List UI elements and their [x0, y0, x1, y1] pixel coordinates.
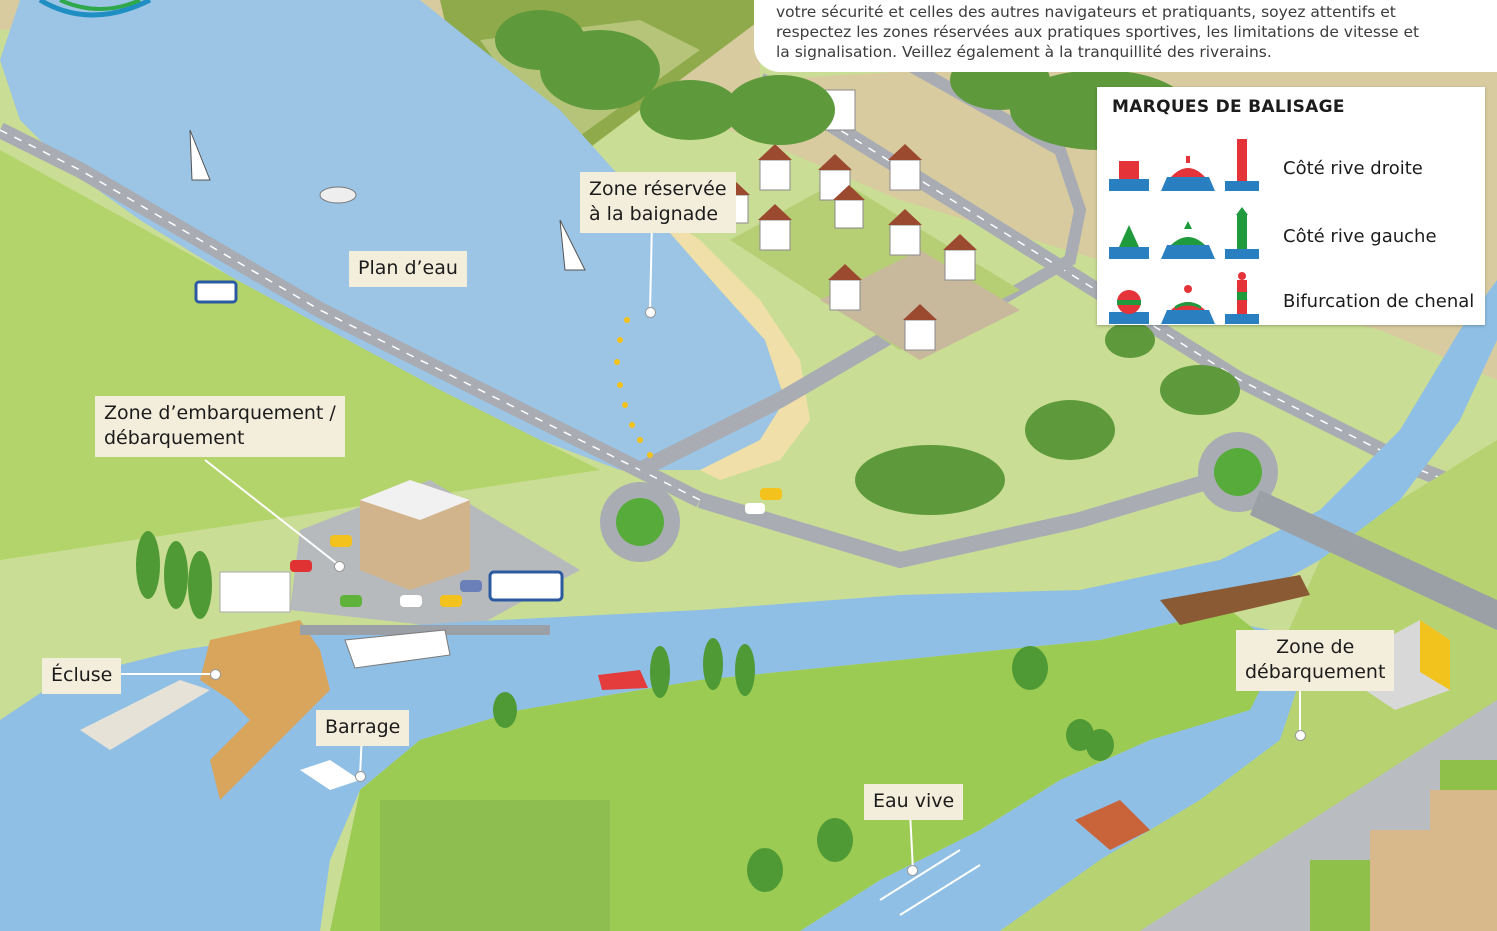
legend-label-bifurcation: Bifurcation de chenal [1283, 291, 1475, 312]
buoy-red-icons [1109, 139, 1259, 191]
label-debarquement-line2: débarquement [1245, 661, 1386, 683]
label-embarquement-line2: débarquement [104, 427, 245, 449]
label-baignade-line2: à la baignade [589, 203, 719, 225]
dot-embarquement [334, 561, 345, 572]
label-baignade-line1: Zone réservée [589, 178, 727, 200]
intro-paragraph: votre sécurité et celles des autres navi… [776, 2, 1479, 62]
intro-line-1: votre sécurité et celles des autres navi… [776, 3, 1396, 21]
intro-line-2: respectez les zones réservées aux pratiq… [776, 23, 1420, 41]
river [0, 280, 1497, 931]
legend-row-bifurcation: Bifurcation de chenal [1097, 270, 1485, 326]
label-embarquement: Zone d’embarquement / débarquement [95, 396, 345, 457]
dot-ecluse [210, 669, 221, 680]
label-baignade: Zone réservée à la baignade [580, 172, 736, 233]
label-ecluse-text: Écluse [51, 664, 113, 686]
lake [0, 0, 785, 470]
dot-eau-vive [907, 865, 918, 876]
buoy-green-icons [1109, 207, 1259, 259]
dot-baignade [645, 307, 656, 318]
dot-debarquement [1295, 730, 1306, 741]
legend-label-rive-droite: Côté rive droite [1283, 158, 1423, 179]
buoy-bifurcation-icons [1109, 272, 1259, 324]
legend-box: MARQUES DE BALISAGE Côté rive droite Côt… [1097, 87, 1485, 325]
label-barrage-text: Barrage [325, 716, 401, 738]
intro-text-box: votre sécurité et celles des autres navi… [754, 0, 1497, 72]
label-debarquement: Zone de débarquement [1236, 630, 1395, 691]
logo [38, 0, 152, 18]
legend-row-rive-droite: Côté rive droite [1097, 137, 1485, 193]
dot-barrage [355, 771, 366, 782]
legend-row-rive-gauche: Côté rive gauche [1097, 205, 1485, 261]
intro-line-3: la signalisation. Veillez également à la… [776, 43, 1272, 61]
legend-title: MARQUES DE BALISAGE [1112, 97, 1345, 117]
label-eau-vive-text: Eau vive [873, 790, 955, 812]
label-barrage: Barrage [316, 710, 410, 746]
label-debarquement-line1: Zone de [1276, 636, 1355, 658]
label-eau-vive: Eau vive [864, 784, 964, 820]
label-plan-eau: Plan d’eau [349, 251, 467, 287]
label-plan-eau-text: Plan d’eau [358, 257, 458, 279]
legend-label-rive-gauche: Côté rive gauche [1283, 226, 1437, 247]
label-ecluse: Écluse [42, 658, 122, 694]
label-embarquement-line1: Zone d’embarquement / [104, 402, 336, 424]
